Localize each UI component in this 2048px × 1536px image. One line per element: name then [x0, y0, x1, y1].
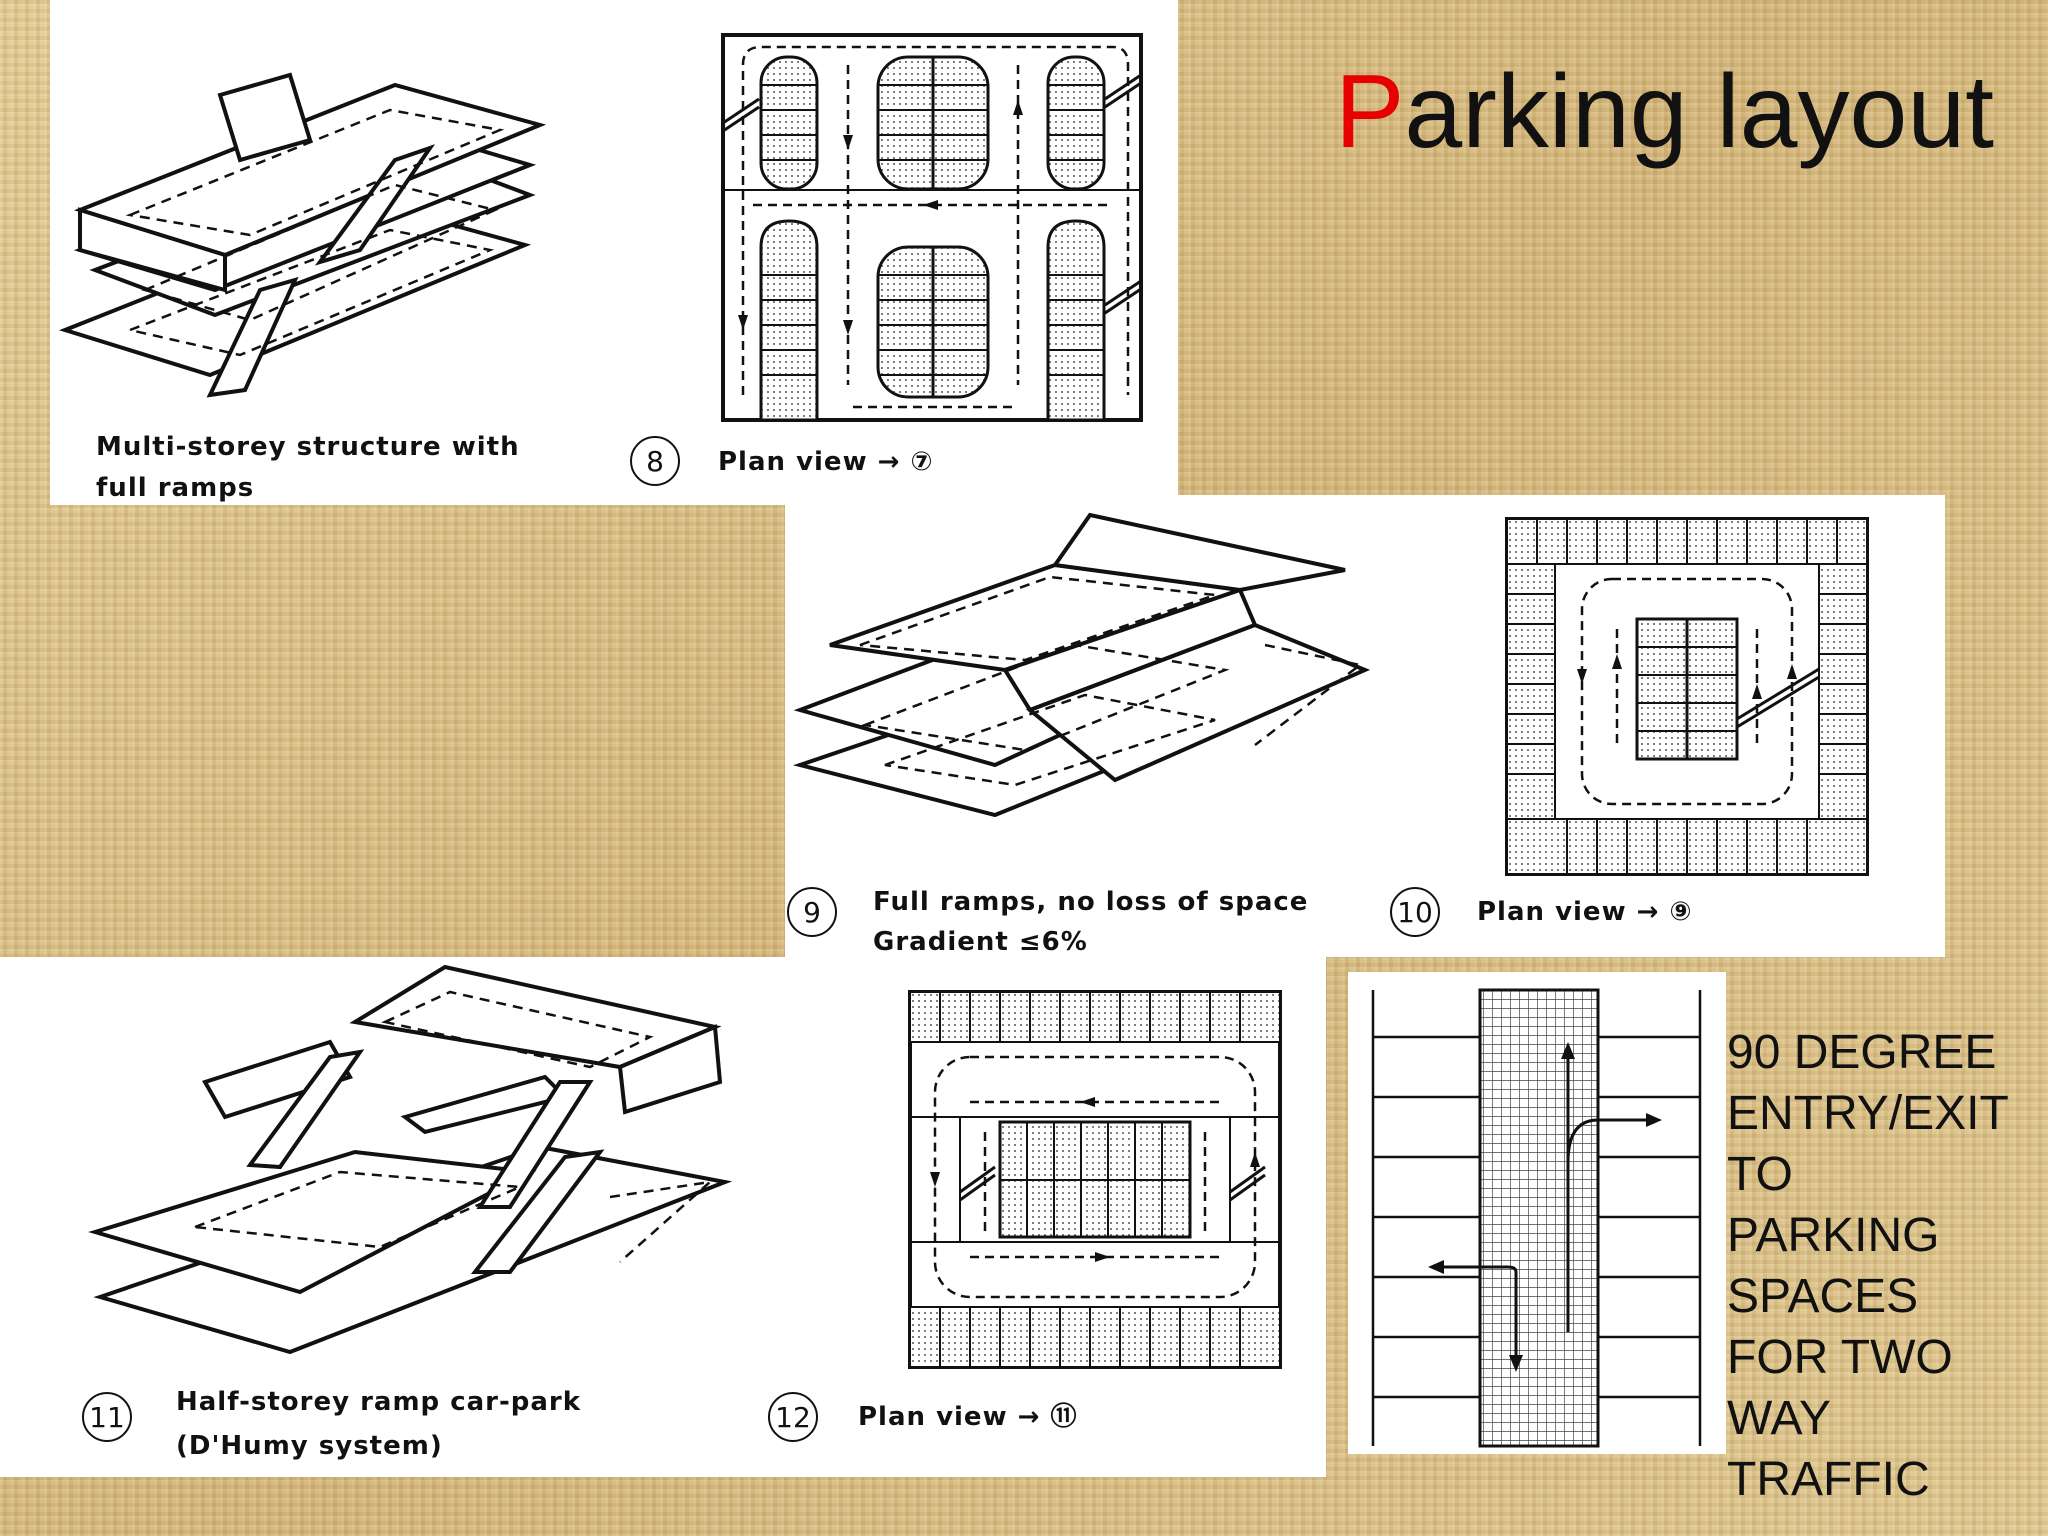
- fig10-caption: Plan view → ⑨: [1477, 897, 1693, 927]
- fig11-number-badge: 11: [82, 1392, 132, 1442]
- side-note-line: 90 DEGREE: [1727, 1026, 1997, 1079]
- slide-title-rest: arking layout: [1404, 54, 1995, 170]
- figure-panel-multi-storey: Multi-storey structure with full ramps 8…: [50, 0, 1178, 505]
- slide-title-first-letter: P: [1335, 54, 1405, 170]
- fig7-caption-line2: full ramps: [96, 473, 255, 503]
- side-note-line: FOR TWO: [1727, 1331, 1953, 1384]
- fig11-caption-line2: (D'Humy system): [176, 1431, 443, 1461]
- side-note-line: PARKING: [1727, 1209, 1940, 1262]
- fig8-number-badge: 8: [630, 436, 680, 486]
- figure-panel-full-ramps: 9 Full ramps, no loss of space Gradient …: [785, 495, 1945, 957]
- 90-degree-aisle-drawing: [1371, 988, 1702, 1448]
- fig9-caption-line2: Gradient ≤6%: [873, 927, 1088, 957]
- fig9-caption-line1: Full ramps, no loss of space: [873, 887, 1309, 917]
- side-note-line: SPACES: [1727, 1270, 1919, 1323]
- side-note-line: WAY: [1727, 1392, 1831, 1445]
- fig12-number-badge: 12: [768, 1392, 818, 1442]
- side-note-line: ENTRY/EXIT: [1727, 1087, 2009, 1140]
- fig9-number-badge: 9: [787, 887, 837, 937]
- fig11-caption-line1: Half-storey ramp car-park: [176, 1387, 582, 1417]
- fig10-number-badge: 10: [1390, 887, 1440, 937]
- fig7-caption-line1: Multi-storey structure with: [96, 432, 520, 462]
- slide-title: Parking layout: [1335, 52, 1994, 172]
- side-note-line: TO: [1727, 1148, 1793, 1201]
- side-note-line: TRAFFIC: [1727, 1453, 1930, 1506]
- figure-panel-half-storey: 11 Half-storey ramp car-park (D'Humy sys…: [0, 957, 1326, 1477]
- fig12-caption: Plan view → ⑪: [858, 1402, 1078, 1432]
- fig8-caption: Plan view → ⑦: [718, 447, 934, 477]
- figure-panel-90-degree-aisle: [1348, 972, 1726, 1454]
- half-storey-ramps-drawing: [88, 964, 1282, 1369]
- side-note: 90 DEGREE ENTRY/EXIT TO PARKING SPACES F…: [1727, 1022, 2047, 1510]
- multi-storey-ramps-drawing: [58, 33, 1143, 422]
- full-ramps-drawing: [792, 512, 1869, 876]
